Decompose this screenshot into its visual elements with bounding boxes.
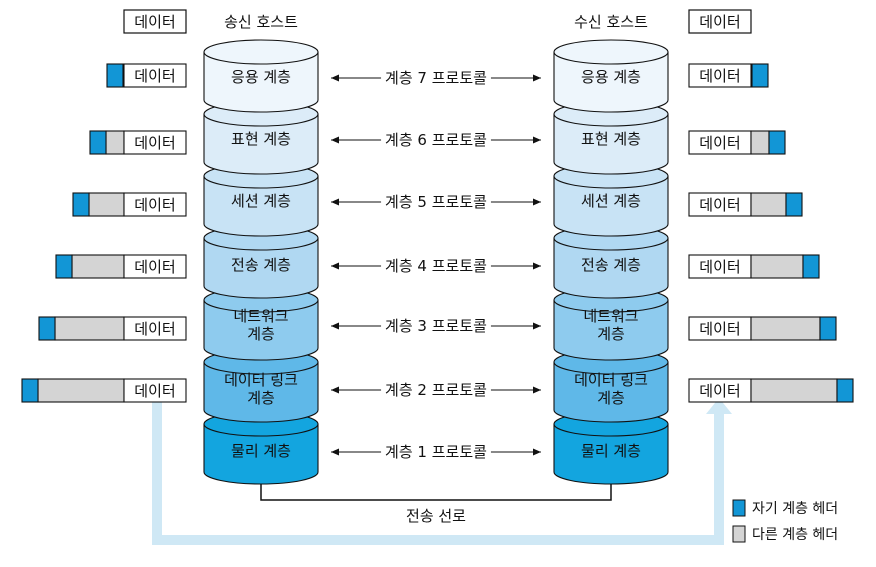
- sender-packet-6: 데이터: [89, 130, 187, 155]
- svg-text:데이터: 데이터: [699, 258, 740, 276]
- protocol-arrow-3: 계층 3 프로토콜: [331, 317, 541, 335]
- svg-text:계층 2 프로토콜: 계층 2 프로토콜: [385, 381, 487, 399]
- receiver-packet-4: 데이터: [688, 254, 820, 279]
- receiver-layer-label: 계층: [597, 389, 625, 407]
- receiver-packet-2: 데이터: [688, 378, 854, 403]
- svg-text:데이터: 데이터: [134, 320, 175, 338]
- protocol-arrow-1: 계층 1 프로토콜: [331, 443, 541, 461]
- receiver-layer-label: 표현 계층: [581, 130, 641, 148]
- receiver-layer-label: 세션 계층: [581, 192, 641, 210]
- svg-text:계층 6 프로토콜: 계층 6 프로토콜: [385, 131, 487, 149]
- signal-path: [152, 398, 732, 545]
- legend-other-swatch: [732, 525, 746, 543]
- sender-layer-1: 물리 계층: [203, 411, 319, 485]
- sender-packet-3: 데이터: [38, 316, 187, 341]
- svg-text:데이터: 데이터: [134, 67, 175, 85]
- protocol-arrow-2: 계층 2 프로토콜: [331, 381, 541, 399]
- sender-layer-label: 표현 계층: [231, 130, 291, 148]
- svg-text:데이터: 데이터: [134, 258, 175, 276]
- receiver-layer-label: 데이터 링크: [574, 371, 648, 389]
- svg-text:데이터: 데이터: [699, 320, 740, 338]
- svg-text:데이터: 데이터: [134, 13, 175, 31]
- svg-text:계층 5 프로토콜: 계층 5 프로토콜: [385, 193, 487, 211]
- receiver-layer-label: 네트워크: [583, 307, 638, 325]
- sender-layer-6: 표현 계층: [203, 101, 319, 175]
- sender-packet-5: 데이터: [72, 192, 187, 217]
- receiver-layer-1: 물리 계층: [553, 411, 669, 485]
- svg-text:데이터: 데이터: [134, 134, 175, 152]
- svg-text:계층 4 프로토콜: 계층 4 프로토콜: [385, 257, 487, 275]
- transmission-line-label: 전송 선로: [406, 507, 466, 525]
- protocol-arrow-7: 계층 7 프로토콜: [331, 69, 541, 87]
- sender-layer-label: 네트워크: [233, 307, 288, 325]
- svg-text:데이터: 데이터: [134, 196, 175, 214]
- receiver-packet-3: 데이터: [688, 316, 837, 341]
- sender-layer-label: 전송 계층: [231, 256, 291, 274]
- receiver-layer-5: 세션 계층: [553, 163, 669, 237]
- sender-layer-label: 물리 계층: [231, 442, 291, 460]
- receiver-layer-label: 응용 계층: [581, 68, 641, 86]
- sender-layer-label: 세션 계층: [231, 192, 291, 210]
- svg-text:데이터: 데이터: [699, 67, 740, 85]
- sender-layer-label: 계층: [247, 389, 275, 407]
- svg-text:데이터: 데이터: [699, 13, 740, 31]
- receiver-layer-7: 응용 계층: [553, 39, 669, 113]
- sender-layer-4: 전송 계층: [203, 225, 319, 299]
- sender-packet-4: 데이터: [55, 254, 187, 279]
- receiver-layer-4: 전송 계층: [553, 225, 669, 299]
- receiver-layer-6: 표현 계층: [553, 101, 669, 175]
- sender-top-data-box: 데이터: [123, 9, 187, 34]
- receiver-layer-label: 전송 계층: [581, 256, 641, 274]
- protocol-arrow-5: 계층 5 프로토콜: [331, 193, 541, 211]
- receiver-layer-label: 계층: [597, 325, 625, 343]
- svg-text:계층 1 프로토콜: 계층 1 프로토콜: [385, 443, 487, 461]
- sender-layer-7: 응용 계층: [203, 39, 319, 113]
- sender-layer-label: 계층: [247, 325, 275, 343]
- protocol-arrow-6: 계층 6 프로토콜: [331, 131, 541, 149]
- svg-text:데이터: 데이터: [134, 382, 175, 400]
- sender-layer-label: 데이터 링크: [224, 371, 298, 389]
- svg-text:계층 3 프로토콜: 계층 3 프로토콜: [385, 317, 487, 335]
- sender-packet-2: 데이터: [21, 378, 187, 403]
- sender-host-title: 송신 호스트: [224, 13, 298, 31]
- sender-layer-label: 응용 계층: [231, 68, 291, 86]
- sender-layer-5: 세션 계층: [203, 163, 319, 237]
- sender-packet-7: 데이터: [106, 63, 187, 88]
- receiver-layer-label: 물리 계층: [581, 442, 641, 460]
- legend: 자기 계층 헤더 다른 계층 헤더: [732, 499, 838, 543]
- receiver-packet-7: 데이터: [688, 63, 769, 88]
- svg-text:데이터: 데이터: [699, 134, 740, 152]
- legend-own-label: 자기 계층 헤더: [752, 501, 838, 517]
- receiver-host-title: 수신 호스트: [574, 13, 648, 31]
- protocol-arrow-4: 계층 4 프로토콜: [331, 257, 541, 275]
- receiver-packet-5: 데이터: [688, 192, 803, 217]
- legend-own-swatch: [732, 499, 746, 517]
- transmission-line: [260, 480, 612, 501]
- legend-other-label: 다른 계층 헤더: [752, 527, 838, 543]
- svg-text:계층 7 프로토콜: 계층 7 프로토콜: [385, 69, 487, 87]
- receiver-top-data-box: 데이터: [688, 9, 752, 34]
- receiver-packet-6: 데이터: [688, 130, 786, 155]
- svg-text:데이터: 데이터: [699, 196, 740, 214]
- svg-text:데이터: 데이터: [699, 382, 740, 400]
